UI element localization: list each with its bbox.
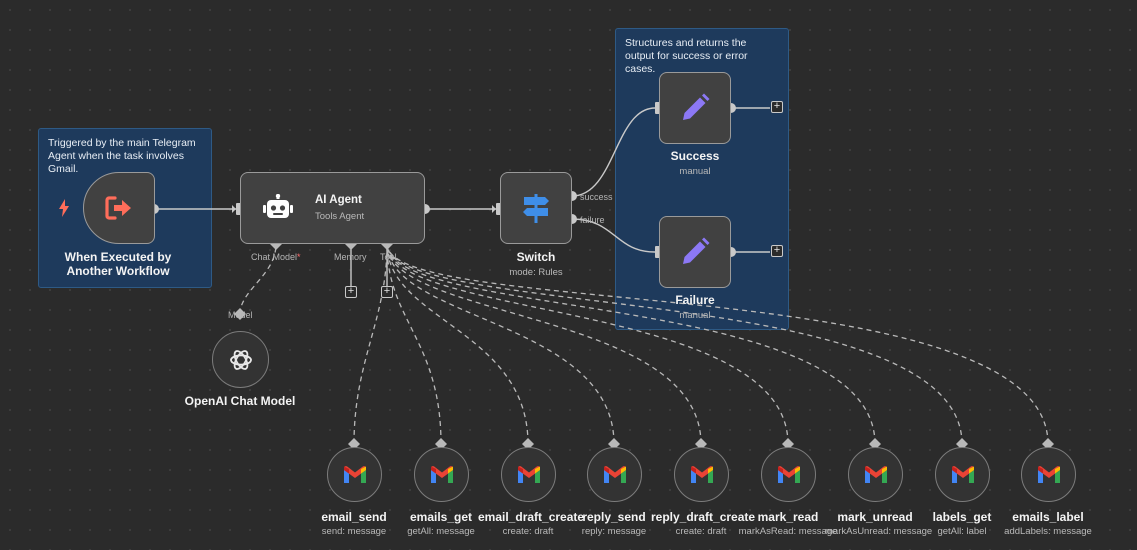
port-label-chat-model: Chat Model xyxy=(251,252,301,262)
port-diamond-openai xyxy=(234,308,246,320)
ai-agent-node[interactable]: AI Agent Tools Agent xyxy=(240,172,425,244)
openai-chat-model-title: OpenAI Chat Model xyxy=(184,394,296,408)
tool-email-send-subtitle: send: message xyxy=(321,526,387,537)
tool-reply-send-subtitle: reply: message xyxy=(581,526,647,537)
gmail-icon xyxy=(517,465,540,483)
connection-tool-mark-unread xyxy=(386,243,876,445)
tool-node-email-draft-create[interactable] xyxy=(501,447,556,502)
tool-mark-read-subtitle: markAsRead: message xyxy=(738,526,838,537)
tool-mark-read-title: mark_read xyxy=(757,510,819,524)
gmail-icon xyxy=(864,465,887,483)
tool-node-emails-label[interactable] xyxy=(1021,447,1076,502)
switch-node-subtitle: mode: Rules xyxy=(509,267,563,278)
switch-node-title: Switch xyxy=(516,250,556,264)
input-marker-failure xyxy=(655,246,660,258)
add-tool-button[interactable]: + xyxy=(381,286,393,298)
tool-node-mark-unread[interactable] xyxy=(848,447,903,502)
sign-out-icon xyxy=(105,196,131,220)
pencil-icon xyxy=(683,237,710,264)
failure-node-subtitle: manual xyxy=(679,310,711,321)
connection-tool-emails-label xyxy=(386,243,1049,445)
gmail-icon xyxy=(343,465,366,483)
gmail-icon xyxy=(603,465,626,483)
tool-email-draft-create-subtitle: create: draft xyxy=(502,526,554,537)
tool-reply-draft-create-title: reply_draft_create xyxy=(651,510,756,524)
tool-mark-unread-title: mark_unread xyxy=(837,510,913,524)
sticky-note-output-text: Structures and returns the output for su… xyxy=(625,37,748,75)
gmail-icon xyxy=(430,465,453,483)
port-label-success: success xyxy=(580,192,613,202)
connection-tool-email-draft-create xyxy=(386,243,529,445)
connection-tool-labels-get xyxy=(386,243,963,445)
connection-tool-mark-read xyxy=(386,243,789,445)
pencil-icon xyxy=(683,93,710,120)
tool-node-labels-get[interactable] xyxy=(935,447,990,502)
trigger-node-title: When Executed by Another Workflow xyxy=(64,250,172,278)
add-after-success-button[interactable]: + xyxy=(771,101,783,113)
success-node[interactable] xyxy=(659,72,731,144)
tool-node-email-send[interactable] xyxy=(327,447,382,502)
switch-node[interactable] xyxy=(500,172,572,244)
connection-tool-reply-send xyxy=(386,243,615,445)
failure-node-title: Failure xyxy=(675,293,715,307)
tool-reply-draft-create-subtitle: create: draft xyxy=(675,526,727,537)
tool-email-send-title: email_send xyxy=(321,510,387,524)
add-memory-button[interactable]: + xyxy=(345,286,357,298)
ai-agent-title: AI Agent xyxy=(315,194,362,206)
signpost-icon xyxy=(523,194,549,223)
gmail-icon xyxy=(690,465,713,483)
tool-mark-unread-subtitle: markAsUnread: message xyxy=(825,526,933,537)
connection-tool-email-send xyxy=(353,243,388,445)
tool-node-reply-draft-create[interactable] xyxy=(674,447,729,502)
gmail-icon xyxy=(951,465,974,483)
port-label-model: Model xyxy=(228,310,253,320)
connection-tool-reply-draft-create xyxy=(386,243,702,445)
tool-labels-get-title: labels_get xyxy=(932,510,992,524)
port-label-tool: Tool xyxy=(380,252,397,262)
failure-node[interactable] xyxy=(659,216,731,288)
connection-switch-failure xyxy=(571,218,656,253)
port-label-failure: failure xyxy=(580,215,605,225)
tool-emails-get-subtitle: getAll: message xyxy=(407,526,475,537)
tool-node-mark-read[interactable] xyxy=(761,447,816,502)
success-node-subtitle: manual xyxy=(679,166,711,177)
input-marker-switch xyxy=(496,203,501,215)
sticky-note-trigger-text: Triggered by the main Telegram Agent whe… xyxy=(48,137,196,175)
add-after-failure-button[interactable]: + xyxy=(771,245,783,257)
tool-emails-get-title: emails_get xyxy=(409,510,473,524)
openai-chat-model-node[interactable] xyxy=(212,331,269,388)
tool-emails-label-title: emails_label xyxy=(1012,510,1084,524)
gmail-icon xyxy=(1037,465,1060,483)
success-node-title: Success xyxy=(670,149,720,163)
port-label-memory: Memory xyxy=(334,252,367,262)
tool-labels-get-subtitle: getAll: label xyxy=(937,526,987,537)
openai-icon xyxy=(229,349,252,370)
gmail-icon xyxy=(777,465,800,483)
ai-agent-subtitle: Tools Agent xyxy=(315,211,365,222)
robot-icon xyxy=(263,194,293,218)
tool-emails-label-subtitle: addLabels: message xyxy=(1004,526,1092,537)
trigger-node[interactable] xyxy=(83,172,155,244)
input-marker-success xyxy=(655,102,660,114)
lightning-bolt-icon xyxy=(59,199,69,217)
tool-node-emails-get[interactable] xyxy=(414,447,469,502)
tool-node-reply-send[interactable] xyxy=(587,447,642,502)
tool-reply-send-title: reply_send xyxy=(582,510,646,524)
connection-switch-success xyxy=(571,107,656,197)
connection-tool-emails-get xyxy=(386,243,442,445)
connection-openai-model xyxy=(239,243,277,315)
tool-email-draft-create-title: email_draft_create xyxy=(478,510,585,524)
input-marker-agent xyxy=(236,203,241,215)
